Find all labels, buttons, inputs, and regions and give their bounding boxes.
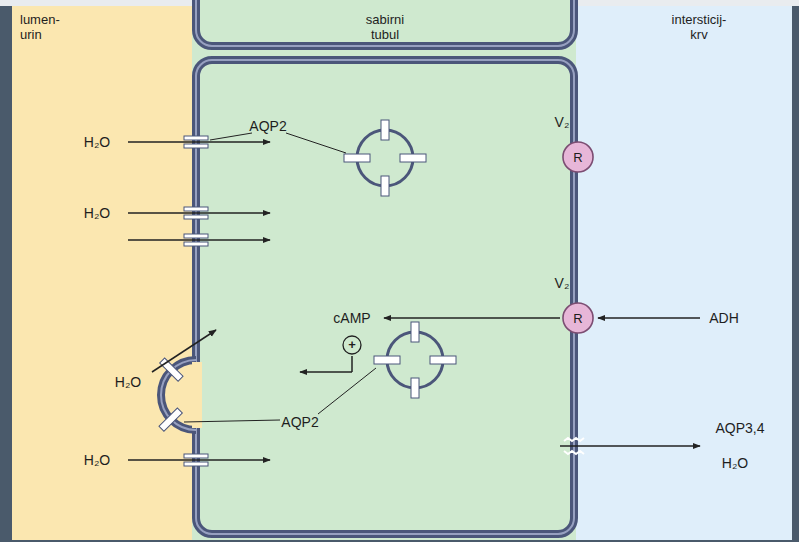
molecule-label: H₂O [115,374,141,390]
molecule-label: H₂O [84,134,110,150]
vesicle-upper [344,120,426,196]
region-title: sabirni tubul [366,12,404,42]
protein-label: AQP3,4 [715,420,764,436]
membrane-gap [192,362,202,428]
receptor-letter: R [573,311,582,326]
protein-label: AQP2 [249,118,286,134]
interstitium-band: intersticij-krv [606,6,792,66]
receptor-letter: R [573,150,582,165]
receptor-circle: R [562,302,594,334]
collecting-cell [196,60,574,534]
interstitium-ground [576,6,792,540]
region-title: lumen-urin [20,12,60,42]
lumen-band: lumen-urin [12,6,192,126]
hormone-label: ADH [709,310,739,326]
tubule-band: sabirni tubul [196,6,574,48]
protein-label: AQP2 [281,414,318,430]
upper-cell [196,0,574,46]
messenger-label: cAMP [333,310,370,326]
molecule-label: H₂O [84,452,110,468]
plus-sign: + [348,337,356,353]
leader-lines [184,133,376,422]
signal-arrows [300,318,700,372]
receptor-circle: R [562,141,594,173]
plus-circle [343,336,361,354]
vesicle-lower [374,322,456,398]
molecule-label: H₂O [722,455,748,471]
water-arrows [128,142,700,460]
molecule-label: H₂O [84,205,110,221]
region-title: intersticij-krv [672,12,727,42]
upper-cell-membrane [196,0,574,46]
cell-membrane [196,60,574,534]
receptor-label: V₂ [555,275,570,291]
fused-aqp2 [159,358,183,431]
receptor-label: V₂ [555,114,570,130]
